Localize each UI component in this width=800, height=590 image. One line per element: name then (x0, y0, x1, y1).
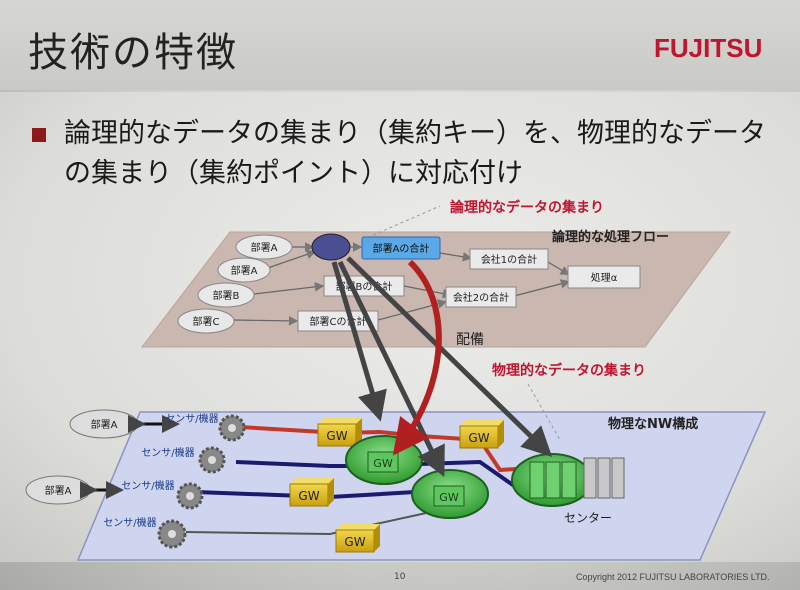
logical-dept-a2-label: 部署A (231, 264, 258, 277)
logical-data-label: 論理的なデータの集まり (450, 199, 604, 216)
gw-box-2: GW (459, 420, 504, 449)
gear-icon (157, 519, 187, 549)
gw-box-4: GW (335, 524, 380, 553)
bullet-text: 論理的なデータの集まり（集約キー）を、物理的なデータの集まり（集約ポイント）に対… (64, 118, 766, 189)
logical-dept-a1-label: 部署A (251, 241, 278, 254)
gw-label-1: GW (326, 429, 347, 443)
logical-company1 (469, 248, 549, 270)
bullet-square-icon (32, 128, 46, 142)
sensor-label-2: センサ/機器 (141, 446, 194, 459)
gear-icon (198, 446, 226, 474)
gw-label-4: GW (344, 535, 365, 549)
page-number: 10 (394, 572, 406, 582)
fujitsu-logo: FUJITSU (654, 33, 763, 63)
aggregation-key-node (311, 233, 351, 261)
logical-sum-a-label: 部署Aの合計 (373, 242, 430, 255)
gw-box-3: GW (289, 478, 334, 507)
aggregation-point-1: GW (345, 435, 423, 485)
logical-sum-c (297, 310, 379, 332)
logical-dept-b-label: 部署B (213, 289, 240, 302)
copyright: Copyright 2012 FUJITSU LABORATORIES LTD. (576, 572, 770, 582)
gw-label-5: GW (373, 457, 393, 470)
physical-nw-label: 物理なNW構成 (608, 416, 698, 432)
logical-dept-c (177, 308, 235, 334)
logical-label-lead (361, 205, 441, 241)
logical-process-label: 処理α (591, 271, 618, 284)
logical-company1-label: 会社1の合計 (481, 253, 537, 266)
link-gray (185, 509, 441, 536)
aggregation-point-2: GW (411, 469, 489, 519)
gw-label-2: GW (468, 431, 489, 445)
physical-dept-a-mid-label: 部署A (45, 484, 72, 497)
deploy-label: 配備 (456, 332, 484, 348)
header-bar (0, 0, 800, 90)
gw-label-3: GW (298, 489, 319, 503)
deploy-arrow (392, 259, 442, 456)
logical-flow-label: 論理的な処理フロー (552, 229, 669, 245)
physical-dept-a-top-label: 部署A (91, 418, 118, 431)
gw-label-6: GW (439, 491, 459, 504)
logical-company2-label: 会社2の合計 (453, 291, 509, 304)
physical-label-lead (527, 383, 561, 441)
logical-dept-b (197, 282, 255, 308)
logical-sum-c-label: 部署Cの合計 (310, 315, 367, 328)
logical-dept-a1 (235, 234, 293, 260)
slide-title: 技術の特徴 (28, 30, 238, 76)
gw-box-1: GW (317, 418, 362, 447)
logical-dept-a2 (217, 257, 271, 283)
physical-data-label: 物理的なデータの集まり (492, 362, 646, 379)
logical-sum-a (361, 236, 441, 260)
logical-process (567, 265, 641, 289)
gear-icon (176, 482, 204, 510)
sensor-label-3: センサ/機器 (121, 479, 174, 492)
center-node (511, 453, 625, 507)
logical-dept-c-label: 部署C (193, 315, 220, 328)
sensor-label-4: センサ/機器 (103, 516, 156, 529)
gear-icon (218, 414, 246, 442)
logical-company2 (445, 286, 517, 308)
center-label: センター (564, 511, 612, 525)
sensor-label-1: センサ/機器 (165, 412, 218, 425)
